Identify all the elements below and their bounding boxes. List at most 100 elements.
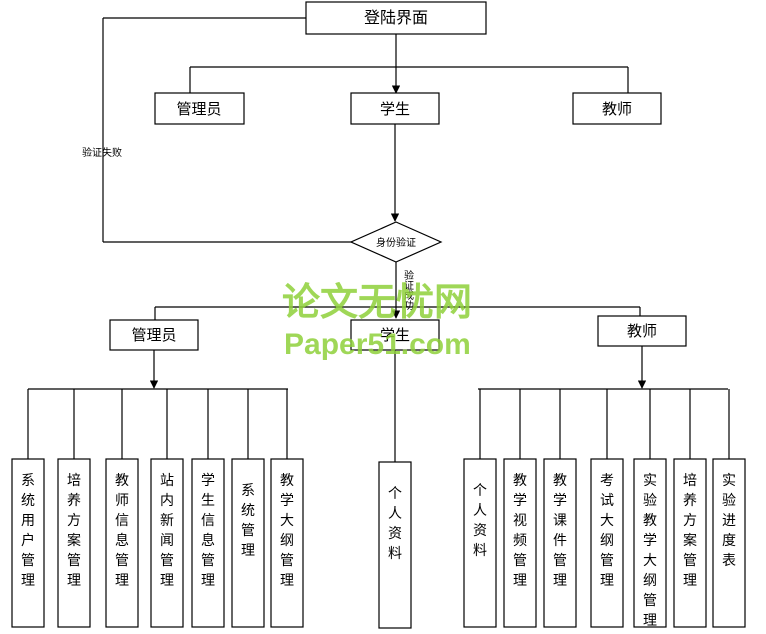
admin_items-box <box>57 458 91 628</box>
teacher_items-char: 人 <box>473 503 487 519</box>
teacher_items-box <box>633 458 667 628</box>
teacher_items-char: 理 <box>513 573 527 589</box>
teacher_items-char: 学 <box>553 493 567 509</box>
teacher_items-char: 考 <box>600 473 614 489</box>
auth-fail-label: 验证失败 <box>82 146 122 159</box>
teacher_items-char: 大 <box>600 513 614 529</box>
admin_items-char: 理 <box>115 573 129 589</box>
student-role-top-label: 学生 <box>380 100 410 118</box>
admin_items-char: 站 <box>160 473 174 489</box>
teacher_items-char: 管 <box>643 593 657 609</box>
student-role-label: 学生 <box>380 326 410 344</box>
admin_items-box <box>191 458 225 628</box>
admin_items-box <box>11 458 45 628</box>
student_items-box <box>378 461 412 629</box>
admin_items-char: 管 <box>280 553 294 569</box>
admin_items-char: 方 <box>67 513 81 529</box>
admin_items-char: 学 <box>201 473 215 489</box>
teacher_items-char: 进 <box>722 513 736 529</box>
teacher_items-char: 理 <box>600 573 614 589</box>
admin_items-char: 息 <box>201 532 215 549</box>
admin_items-char: 系 <box>21 473 35 489</box>
admin_items-char: 理 <box>241 543 255 559</box>
teacher_items-char: 案 <box>683 532 697 549</box>
admin_items-char: 户 <box>21 532 35 549</box>
teacher_items-box <box>590 458 624 628</box>
admin_items-char: 管 <box>21 553 35 569</box>
admin_items-char: 用 <box>21 513 35 529</box>
teacher_items-box <box>463 458 497 628</box>
teacher_items-char: 个 <box>473 483 487 499</box>
student_items-char: 资 <box>388 526 402 542</box>
admin_items-char: 教 <box>115 473 129 489</box>
admin_items-char: 新 <box>160 513 174 529</box>
admin_items-char: 理 <box>201 573 215 589</box>
watermark-en: Paper51.com <box>284 328 471 361</box>
admin_items-box <box>270 458 304 628</box>
admin_items-char: 养 <box>67 493 81 509</box>
admin_items-char: 闻 <box>160 533 174 549</box>
admin_items-char: 管 <box>201 553 215 569</box>
admin_items-char: 管 <box>241 523 255 539</box>
teacher_items-box <box>673 458 707 628</box>
teacher_items-char: 大 <box>643 553 657 569</box>
teacher-role-top-label: 教师 <box>602 100 632 118</box>
admin_items-char: 理 <box>160 573 174 589</box>
admin_items-char: 管 <box>160 553 174 569</box>
admin_items-box <box>231 458 265 628</box>
admin_items-box <box>150 458 184 628</box>
student_items-char: 料 <box>388 546 402 562</box>
admin_items-char: 系 <box>241 483 255 499</box>
teacher-role-top-node <box>572 92 662 125</box>
teacher_items-char: 课 <box>553 513 567 529</box>
teacher_items-char: 度 <box>722 533 736 549</box>
admin_items-char: 培 <box>67 473 81 489</box>
admin_items-char: 案 <box>67 532 81 549</box>
admin_items-char: 息 <box>115 532 129 549</box>
teacher_items-char: 验 <box>722 493 736 509</box>
admin_items-char: 教 <box>280 473 294 489</box>
teacher_items-char: 教 <box>643 513 657 529</box>
teacher_items-char: 管 <box>513 553 527 569</box>
teacher_items-char: 教 <box>513 473 527 489</box>
teacher-function-group: 个人资料教学视频管理教学课件管理考试大纲管理实验教学大纲管理培养方案管理实验进度… <box>463 389 746 629</box>
login-page-node <box>305 1 487 35</box>
admin-role-top-label: 管理员 <box>176 100 221 118</box>
student_items-char: 个 <box>388 486 402 502</box>
teacher_items-char: 视 <box>513 513 527 529</box>
admin_items-char: 理 <box>67 573 81 589</box>
admin-role-top-node <box>154 92 245 125</box>
student-role-top-node <box>350 92 440 125</box>
admin-role-label: 管理员 <box>131 326 176 344</box>
teacher_items-char: 养 <box>683 493 697 509</box>
teacher_items-char: 料 <box>473 543 487 559</box>
teacher_items-char: 学 <box>513 493 527 509</box>
teacher_items-box <box>712 458 746 628</box>
teacher_items-char: 实 <box>722 473 736 489</box>
admin_items-char: 师 <box>115 493 129 509</box>
teacher-role-label: 教师 <box>627 322 657 340</box>
teacher_items-char: 理 <box>643 613 657 629</box>
teacher-role-node <box>597 315 687 347</box>
student_items-char: 人 <box>388 506 402 522</box>
teacher_items-char: 验 <box>643 493 657 509</box>
teacher_items-char: 频 <box>513 533 527 549</box>
admin_items-char: 统 <box>21 493 35 509</box>
teacher_items-char: 教 <box>553 473 567 489</box>
admin_items-char: 学 <box>280 493 294 509</box>
teacher_items-char: 资 <box>473 523 487 539</box>
student-role-node <box>350 319 440 351</box>
watermark-cn: 论文无忧网 <box>282 280 472 324</box>
admin_items-char: 内 <box>160 493 174 509</box>
teacher_items-char: 纲 <box>643 573 657 589</box>
auth-success-label: 验证成功 <box>402 269 414 311</box>
admin_items-char: 信 <box>201 513 215 529</box>
admin_items-char: 理 <box>280 573 294 589</box>
teacher_items-char: 管 <box>683 553 697 569</box>
admin_items-char: 管 <box>67 553 81 569</box>
teacher_items-char: 管 <box>553 553 567 569</box>
teacher_items-char: 学 <box>643 533 657 549</box>
